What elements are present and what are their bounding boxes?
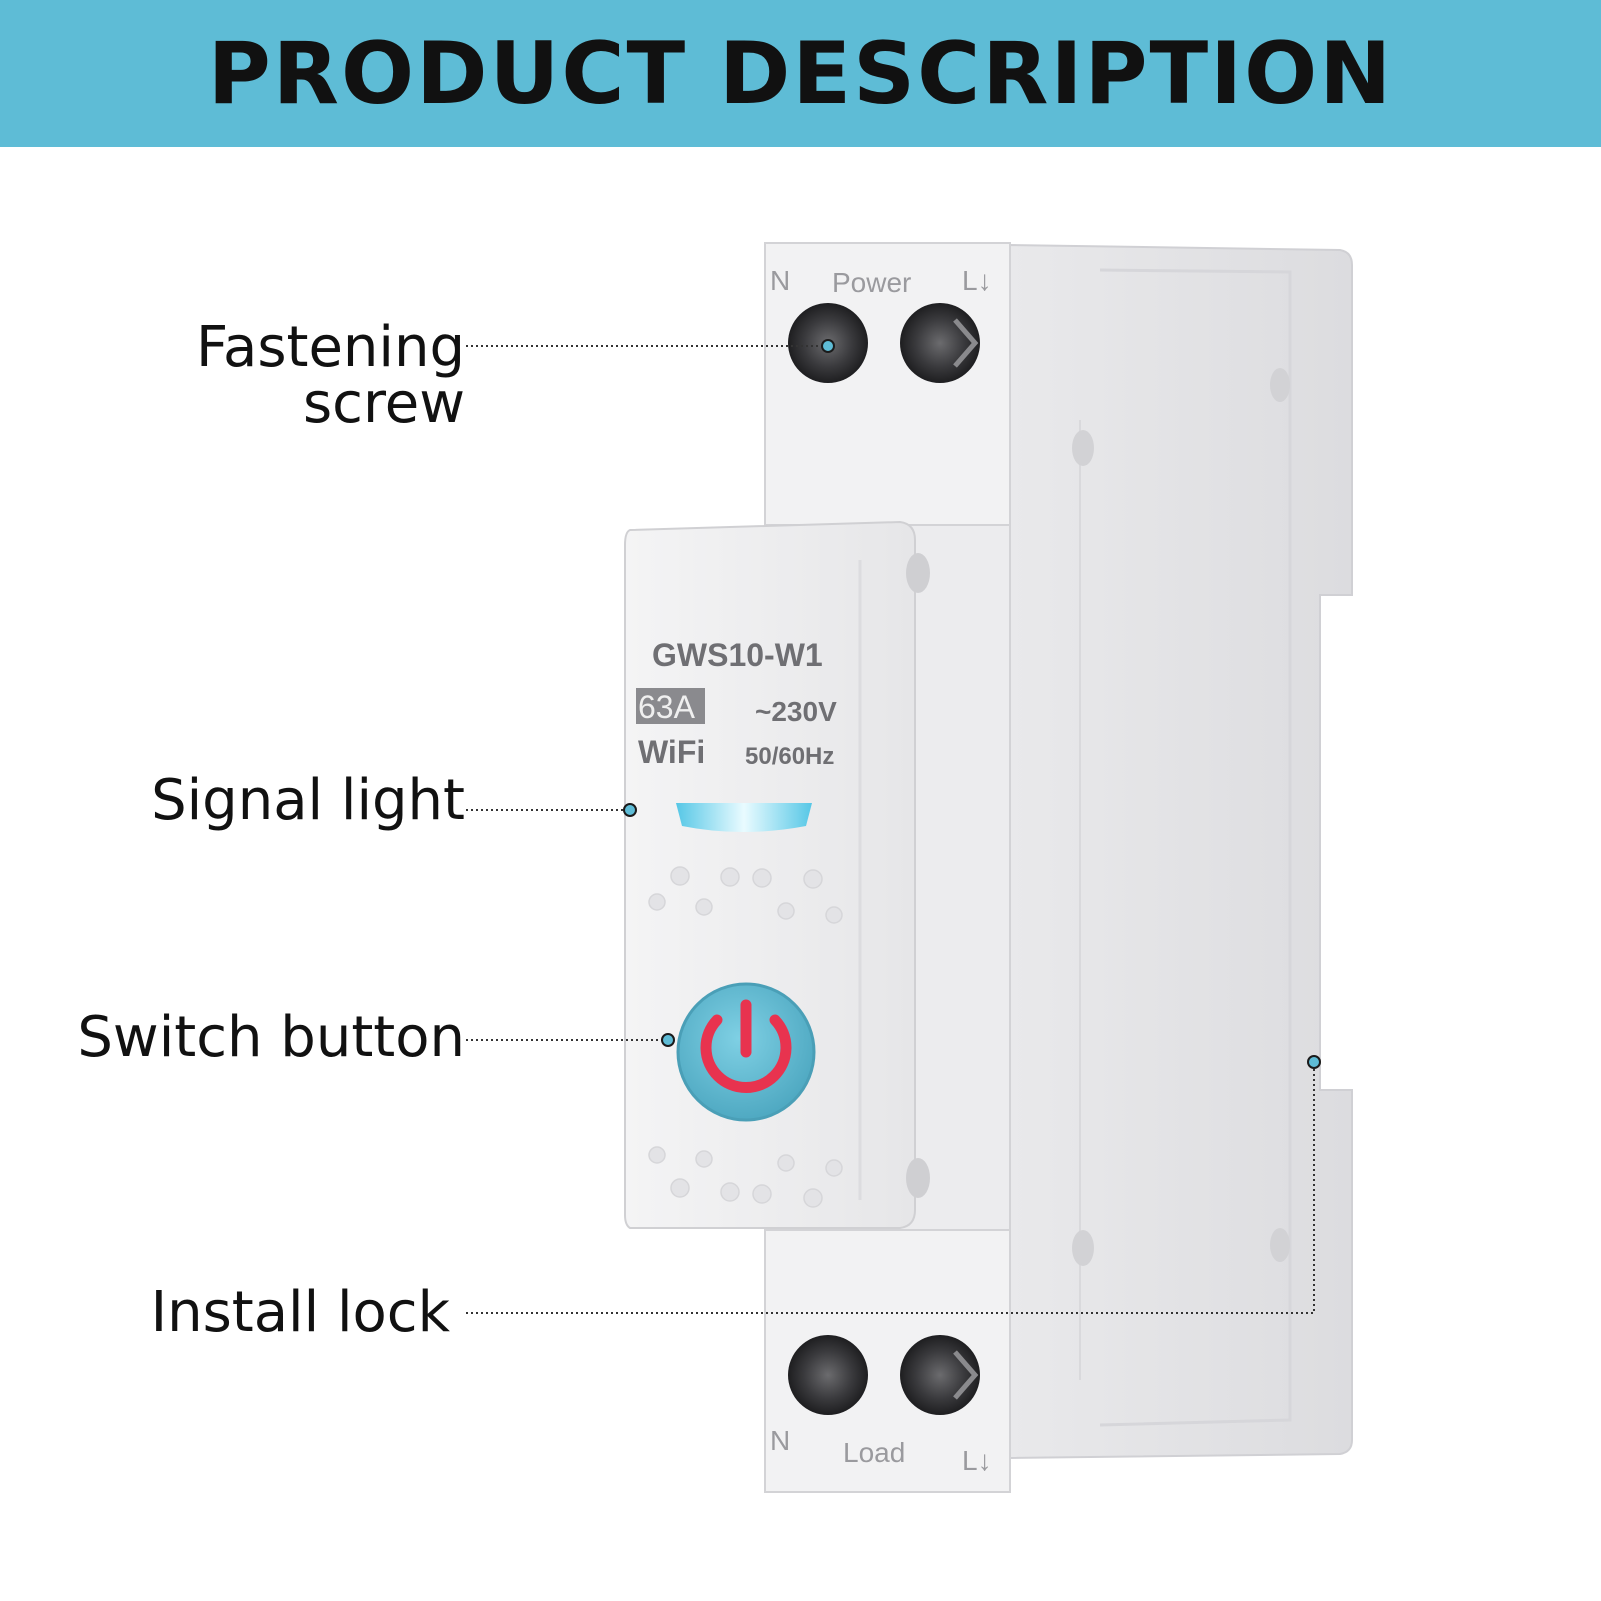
callout-switch-button: Switch button [77,1005,465,1070]
current-rating: 63A [638,689,696,725]
mount-hole [1072,1230,1094,1266]
top-terminal-hole-l [900,303,980,383]
callout-fastening-line1: Fastening [195,315,465,380]
bottom-screw-head [953,1350,979,1400]
leader-dots [623,339,1321,1069]
bottom-label-load: Load [843,1437,905,1468]
leader-install-lock [466,1062,1315,1314]
marker-signal-light [623,803,637,817]
current-rating-box [636,688,705,724]
vent-dots-bottom [648,1146,843,1208]
top-label-l: L↓ [962,265,992,296]
frequency-label: 50/60Hz [745,743,834,770]
marker-install-lock [1307,1055,1321,1069]
wifi-label: WiFi [638,734,705,770]
bottom-label-n: N [770,1425,790,1456]
bottom-terminal-hole-l [900,1335,980,1415]
switch-button[interactable] [676,982,816,1122]
leader-lines [466,345,1315,1314]
device-side-panel [1009,243,1353,1460]
callout-install-lock: Install lock [150,1280,450,1345]
bottom-terminal-hole-n [788,1335,868,1415]
callout-signal-light: Signal light [151,768,465,833]
top-label-power: Power [832,267,911,298]
mount-hole [906,1158,930,1198]
vent-dots-top [648,866,843,924]
mount-hole [1072,430,1094,466]
top-label-n: N [770,265,790,296]
mount-hole [906,553,930,593]
page-title: PRODUCT DESCRIPTION [207,23,1394,124]
header-banner: PRODUCT DESCRIPTION [0,0,1601,147]
bottom-label-l: L↓ [962,1445,992,1476]
marker-switch-button [661,1033,675,1047]
marker-fastening-screw [821,339,835,353]
voltage-label: ~230V [755,696,837,727]
mount-hole [1270,368,1290,402]
callout-fastening-line2: screw [302,371,465,436]
top-screw-head [953,318,979,368]
callout-fastening-screw: Fastening screw [160,320,465,432]
power-icon [700,999,792,1094]
model-label: GWS10-W1 [652,637,823,673]
signal-light [676,803,812,832]
mount-hole [1270,1228,1290,1262]
